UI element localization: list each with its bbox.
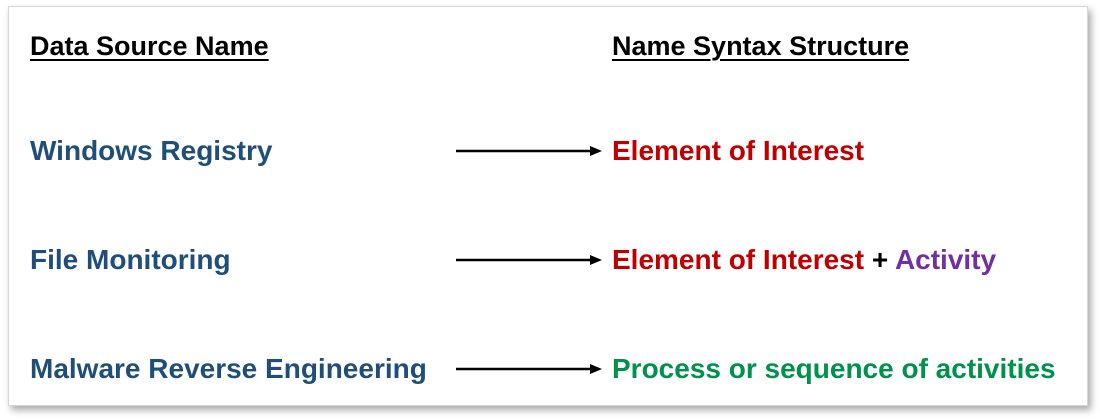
target-process-or-sequence: Process or sequence of activities (612, 349, 1056, 389)
header-data-source-name: Data Source Name (30, 31, 269, 61)
header-name-syntax-structure: Name Syntax Structure (612, 31, 910, 61)
arrow-icon (456, 364, 602, 374)
diagram-card: Data Source Name Name Syntax Structure W… (8, 6, 1088, 406)
arrow-icon (456, 146, 602, 156)
mapping-row-malware-reverse-engineering: Malware Reverse Engineering Process or s… (9, 349, 1087, 389)
mapping-row-windows-registry: Windows Registry Element of Interest (9, 131, 1087, 171)
source-file-monitoring: File Monitoring (30, 244, 231, 275)
arrow-icon (456, 255, 602, 265)
source-malware-reverse-engineering: Malware Reverse Engineering (30, 353, 427, 384)
target-part-activity: Activity (894, 244, 997, 275)
plus-sign: + (864, 244, 895, 275)
target-part-element-of-interest: Element of Interest (612, 244, 865, 275)
target-element-plus-activity: Element of Interest + Activity (612, 240, 996, 280)
target-element-of-interest: Element of Interest (612, 131, 864, 171)
source-windows-registry: Windows Registry (30, 135, 273, 166)
mapping-row-file-monitoring: File Monitoring Element of Interest + Ac… (9, 240, 1087, 280)
target-part-process: Process or sequence of activities (612, 353, 1056, 384)
target-part-element-of-interest: Element of Interest (612, 135, 865, 166)
